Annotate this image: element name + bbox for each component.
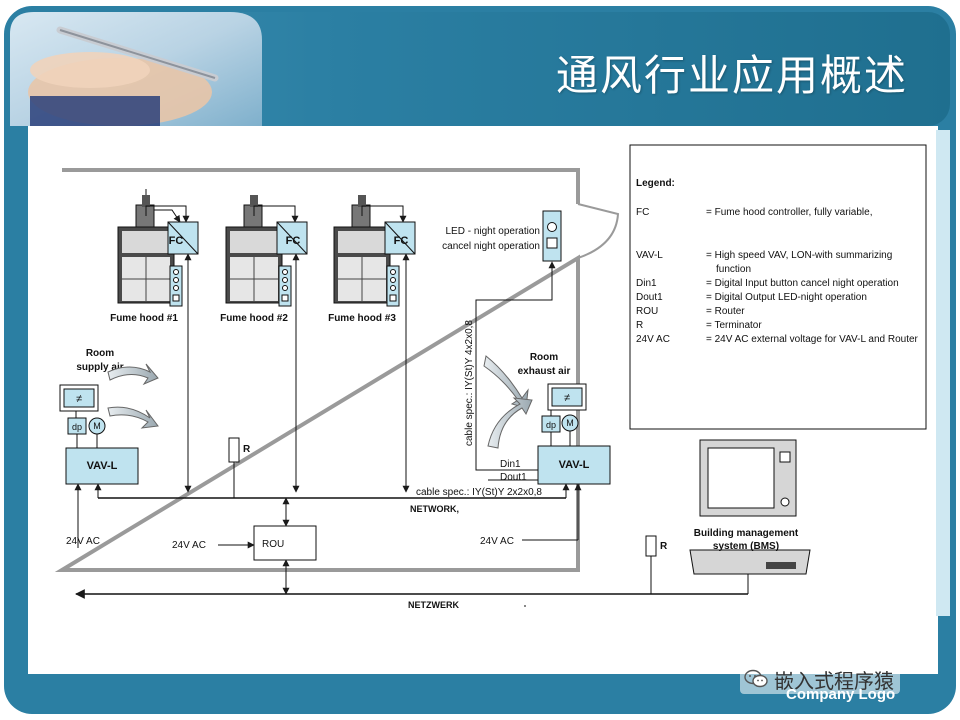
fc-controller-3 [361, 205, 416, 493]
legend-key: ROU [636, 306, 659, 317]
legend-value: = Digital Input button cancel night oper… [706, 278, 899, 289]
supply-power-label: 24V AC [66, 536, 100, 547]
legend-value: = Router [706, 306, 745, 317]
router-power-label: 24V AC [172, 540, 206, 551]
supply-air-label-1: Room [86, 348, 114, 359]
fc-controller-1 [145, 205, 199, 493]
fume-hood-label-3: Fume hood #3 [328, 313, 396, 324]
exhaust-air-arrow-lower [487, 397, 533, 449]
router-label: ROU [262, 539, 284, 550]
legend-title: Legend: [636, 178, 675, 189]
cancel-night-button [546, 237, 558, 249]
terminator-label-network: R [243, 444, 251, 455]
fc-label-2: FC [286, 235, 301, 247]
legend-value: = Fume hood controller, fully variable, [706, 207, 873, 218]
fc-label-3: FC [394, 235, 409, 247]
exhaust-vav-label: VAV-L [559, 459, 590, 471]
exhaust-damper: ≠ [547, 383, 587, 411]
dout-label: Dout1 [500, 472, 527, 483]
led-label-line1: LED - night operation [445, 226, 540, 237]
bms-label-line2: system (BMS) [713, 541, 779, 552]
legend-box [629, 144, 927, 430]
fume-hood-2 [225, 195, 283, 304]
legend-value: = Digital Output LED-night operation [706, 292, 867, 303]
legend-key: VAV-L [636, 250, 663, 261]
fume-hood-label-1: Fume hood #1 [110, 313, 178, 324]
supply-air-label-2: supply air [76, 362, 123, 373]
supply-vav-label: VAV-L [87, 460, 118, 472]
bms-computer-icon [689, 439, 811, 575]
cable-spec-vertical: cable spec.: IY(St)Y 4x2x0,8 [464, 320, 475, 446]
led-indicator-icon [547, 222, 557, 232]
terminator-netzwerk [645, 535, 657, 557]
legend-value: = High speed VAV, LON-with summarizing [706, 250, 893, 261]
network-label: NETWORK, [410, 504, 459, 514]
exhaust-dp-label: dp [546, 420, 556, 430]
legend-value: = Terminator [706, 320, 762, 331]
hand-pen-icon [28, 26, 219, 126]
fc-controller-2 [253, 205, 308, 493]
supply-air-arrow-lower [107, 406, 159, 429]
legend-key: Din1 [636, 278, 657, 289]
led-panel [542, 210, 562, 262]
fume-hood-3 [333, 195, 391, 304]
room-outline [54, 168, 580, 572]
exhaust-air-label-2: exhaust air [518, 366, 571, 377]
company-logo: Company Logo [786, 686, 896, 703]
exhaust-power-label: 24V AC [480, 536, 514, 547]
wechat-icon [744, 669, 768, 688]
supply-motor-label: M [93, 421, 101, 431]
din-label: Din1 [500, 459, 521, 470]
watermark-text: 嵌入式程序猿 [774, 668, 894, 693]
slide-title: 通风行业应用概述 [555, 51, 908, 100]
door [577, 203, 620, 259]
led-label-line2: cancel night operation [442, 241, 540, 252]
terminator-network [228, 437, 240, 463]
exhaust-vav-box [537, 445, 611, 485]
watermark: 嵌入式程序猿 [740, 664, 900, 694]
fc-label-1: FC [169, 235, 184, 247]
legend-key: 24V AC [636, 334, 670, 345]
legend-key: R [636, 320, 644, 331]
legend-key: FC [636, 207, 650, 218]
supply-dp-label: dp [72, 422, 82, 432]
exhaust-damper-symbol: ≠ [564, 392, 570, 404]
bms-label-line1: Building management [694, 528, 799, 539]
legend-value: = 24V AC external voltage for VAV-L and … [706, 334, 918, 345]
legend-value: function [716, 264, 752, 275]
cable-spec-horizontal: cable spec.: IY(St)Y 2x2x0,8 [416, 487, 542, 498]
supply-vav-box [65, 447, 139, 485]
supply-damper-symbol: ≠ [76, 393, 82, 405]
legend-key: Dout1 [636, 292, 663, 303]
exhaust-air-label-1: Room [530, 352, 558, 363]
fume-hood-1 [117, 189, 175, 304]
netzwerk-label: NETZWERK [408, 600, 459, 610]
terminator-label-netzwerk: R [660, 541, 668, 552]
supply-air-arrow-upper [107, 363, 159, 386]
supply-damper: ≠ [59, 384, 99, 412]
exhaust-motor-label: M [566, 418, 574, 428]
fume-hood-label-2: Fume hood #2 [220, 313, 288, 324]
